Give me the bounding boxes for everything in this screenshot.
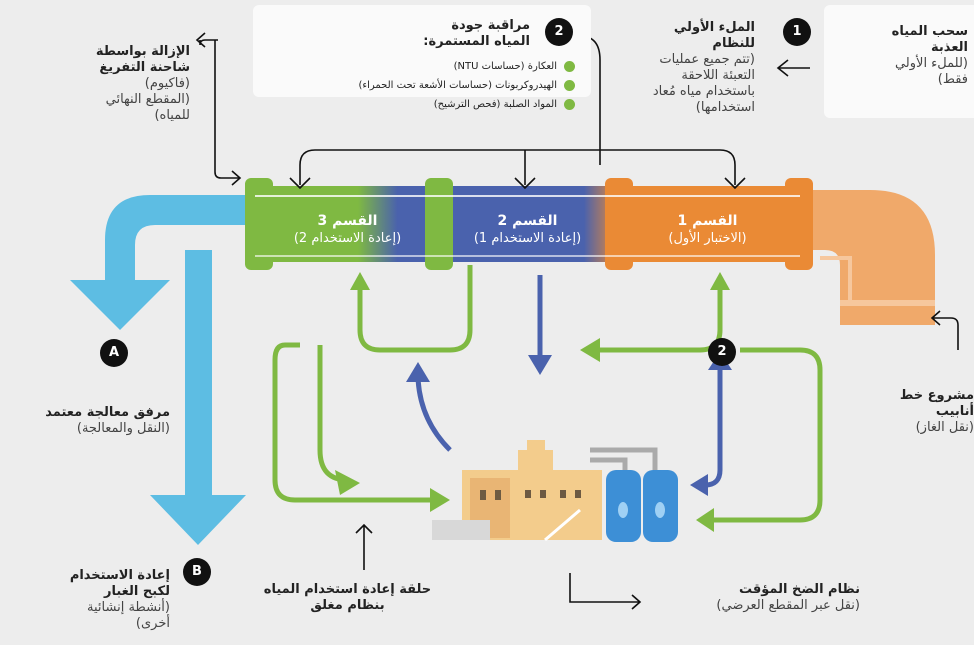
pipe-body [245, 186, 810, 262]
initial-fill-title-line2: للنظام [712, 36, 755, 51]
fresh-water-box [824, 5, 974, 118]
initial-fill-note-line4: استخدامها) [695, 100, 755, 115]
pipeline-note: (نقل الغاز) [915, 420, 974, 435]
badge-2-loop: 2 [708, 338, 736, 366]
temporary-pumping-title: نظام الضخ المؤقت [739, 582, 860, 597]
section-2-label: القسم 2 (إعادة الاستخدام 1) [445, 213, 610, 247]
badge-b: B [183, 558, 211, 586]
treatment-facility-note: (النقل والمعالجة) [76, 421, 170, 436]
section-3-title: القسم 3 [317, 213, 378, 229]
arrow-to-dust-reuse [150, 250, 246, 545]
initial-fill-badge: 1 [783, 18, 811, 46]
fresh-water-text: سحب المياه العذبة (للملء الأولي فقط) [838, 24, 968, 88]
gas-pipeline-elbow [805, 190, 935, 325]
vacuum-note-line3: للمياه) [154, 108, 190, 123]
vacuum-removal-text: الإزالة بواسطة شاحنة التفريغ (فاكيوم) (ا… [40, 44, 190, 124]
section-3-subtitle: (إعادة الاستخدام 2) [293, 231, 402, 246]
monitoring-list: العكارة (حساسات NTU) الهيدروكربونات (حسا… [290, 57, 575, 114]
section-2-subtitle: (إعادة الاستخدام 1) [473, 231, 582, 246]
monitoring-title-line2: المياه المستمرة: [423, 34, 530, 49]
initial-fill-note-line3: باستخدام مياه مُعاد [652, 84, 755, 99]
initial-fill-title-line1: الملء الأولي [673, 20, 755, 35]
monitoring-item: العكارة (حساسات NTU) [290, 57, 575, 76]
vacuum-note-line1: (فاكيوم) [144, 76, 190, 91]
arrow-to-facility-a [70, 195, 250, 330]
initial-fill-note-line2: التعبئة اللاحقة [681, 68, 755, 83]
section-3-label: القسم 3 (إعادة الاستخدام 2) [265, 213, 430, 247]
closed-loop-title-line1: حلقة إعادة استخدام المياه [263, 582, 432, 597]
vacuum-title-line2: شاحنة التفريغ [99, 60, 190, 75]
badge-a: A [100, 339, 128, 367]
monitoring-badge: 2 [545, 18, 573, 46]
treatment-facility-text: مرفق معالجة معتمد (النقل والمعالجة) [10, 405, 170, 437]
section-1-subtitle: (الاختبار الأول) [668, 231, 747, 246]
fresh-water-note-line2: فقط) [937, 72, 968, 87]
section-2-title: القسم 2 [497, 213, 558, 229]
initial-fill-text: الملء الأولي للنظام (تتم جميع عمليات الت… [615, 20, 755, 116]
monitoring-title: مراقبة جودة المياه المستمرة: [380, 18, 530, 50]
monitoring-title-line1: مراقبة جودة [451, 18, 530, 33]
fresh-water-note-line1: (للملء الأولي [894, 56, 968, 71]
dust-title-line1: إعادة الاستخدام [69, 568, 170, 583]
dust-reuse-text: إعادة الاستخدام لكبح الغبار (أنشطة إنشائ… [20, 568, 170, 632]
fresh-water-title-line2: العذبة [931, 40, 968, 55]
closed-loop-text: حلقة إعادة استخدام المياه بنظام مغلق [240, 582, 455, 614]
section-1-label: القسم 1 (الاختبار الأول) [625, 213, 790, 247]
fresh-water-title-line1: سحب المياه [891, 24, 968, 39]
temporary-pumping-note: (نقل عبر المقطع العرضي) [716, 598, 860, 613]
dust-note-line1: (أنشطة إنشائية [87, 600, 170, 615]
dust-title-line2: لكبح الغبار [104, 584, 170, 599]
pipeline-project-text: مشروع خط أنابيب (نقل الغاز) [880, 388, 974, 436]
pipeline-title-line2: أنابيب [935, 404, 974, 419]
monitoring-item: الهيدروكربونات (حساسات الأشعة تحت الحمرا… [290, 76, 575, 95]
vacuum-title-line1: الإزالة بواسطة [95, 44, 190, 59]
treatment-plant-illustration [432, 440, 678, 542]
section-1-title: القسم 1 [677, 213, 738, 229]
vacuum-note-line2: (المقطع النهائي [105, 92, 190, 107]
temporary-pumping-text: نظام الضخ المؤقت (نقل عبر المقطع العرضي) [650, 582, 860, 614]
monitoring-box [253, 5, 591, 97]
dust-note-line2: أخرى) [135, 616, 170, 631]
treatment-facility-title: مرفق معالجة معتمد [45, 405, 170, 420]
closed-loop-title-line2: بنظام مغلق [310, 598, 385, 613]
initial-fill-note-line1: (تتم جميع عمليات [659, 52, 755, 67]
pipeline-title-line1: مشروع خط [899, 388, 974, 403]
monitoring-item: المواد الصلبة (فحص الترشيح) [290, 95, 575, 114]
